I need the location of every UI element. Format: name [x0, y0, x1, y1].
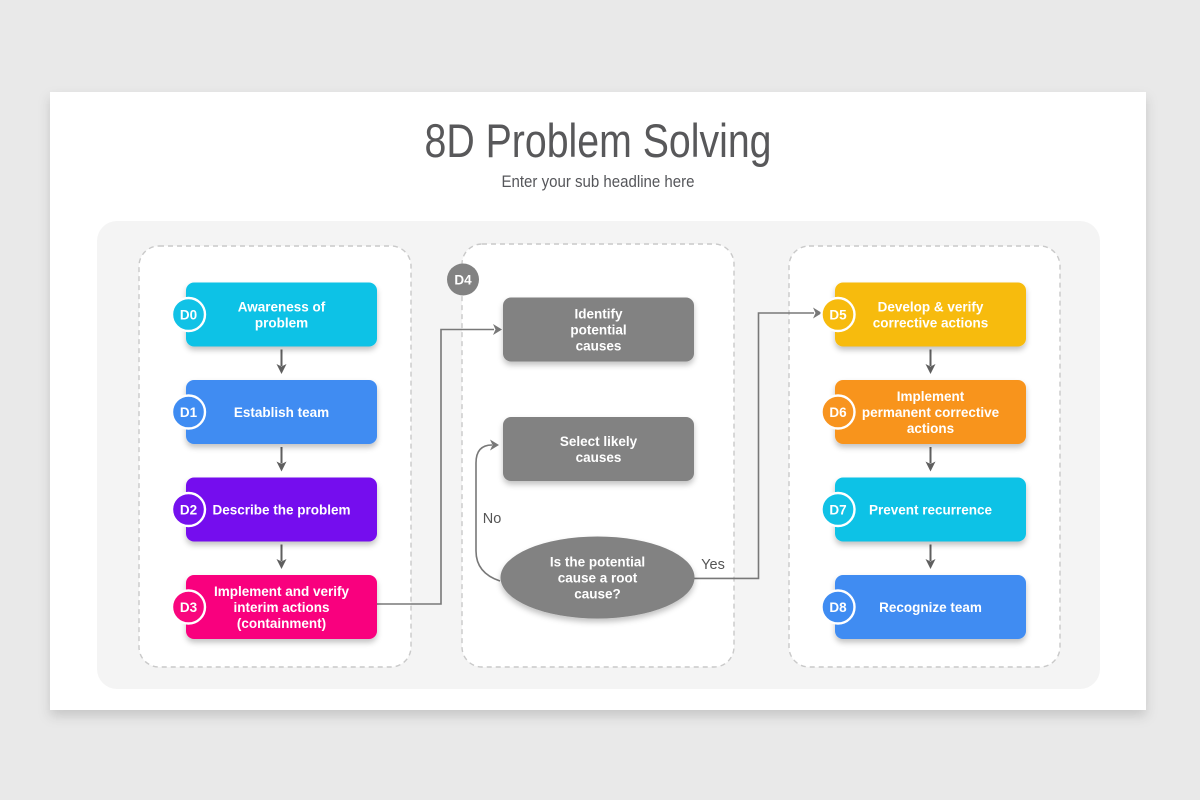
svg-text:Describe the problem: Describe the problem [212, 503, 350, 518]
svg-text:Implement: Implement [897, 389, 965, 404]
svg-text:interim actions: interim actions [233, 600, 329, 615]
svg-text:problem: problem [255, 316, 308, 331]
svg-text:D7: D7 [829, 503, 846, 518]
svg-text:actions: actions [907, 421, 954, 436]
svg-text:Awareness of: Awareness of [238, 300, 326, 315]
svg-text:D4: D4 [454, 273, 472, 288]
svg-text:cause?: cause? [574, 587, 621, 602]
svg-text:causes: causes [576, 450, 622, 465]
svg-text:(containment): (containment) [237, 616, 326, 631]
svg-text:cause a root: cause a root [558, 571, 638, 586]
svg-text:Implement and verify: Implement and verify [214, 584, 350, 599]
svg-text:No: No [483, 511, 502, 527]
svg-text:D0: D0 [180, 308, 197, 323]
svg-text:D8: D8 [829, 600, 847, 615]
svg-text:Select likely: Select likely [560, 434, 638, 449]
svg-text:causes: causes [576, 339, 622, 354]
svg-text:Yes: Yes [701, 557, 725, 573]
svg-text:Identify: Identify [574, 307, 622, 322]
svg-text:D1: D1 [180, 405, 198, 420]
svg-text:Develop & verify: Develop & verify [878, 300, 984, 315]
svg-text:D5: D5 [829, 308, 847, 323]
svg-text:D6: D6 [829, 405, 847, 420]
svg-text:permanent corrective: permanent corrective [862, 405, 1000, 420]
svg-text:Establish team: Establish team [234, 405, 329, 420]
svg-text:corrective actions: corrective actions [873, 316, 989, 331]
svg-text:Recognize team: Recognize team [879, 600, 982, 615]
svg-text:Enter your sub headline here: Enter your sub headline here [502, 173, 695, 191]
svg-text:potential: potential [570, 323, 626, 338]
svg-text:D2: D2 [180, 503, 197, 518]
svg-text:D3: D3 [180, 600, 198, 615]
svg-text:Prevent recurrence: Prevent recurrence [869, 503, 993, 518]
svg-text:Is the potential: Is the potential [550, 555, 645, 570]
svg-text:8D Problem Solving: 8D Problem Solving [425, 114, 772, 167]
